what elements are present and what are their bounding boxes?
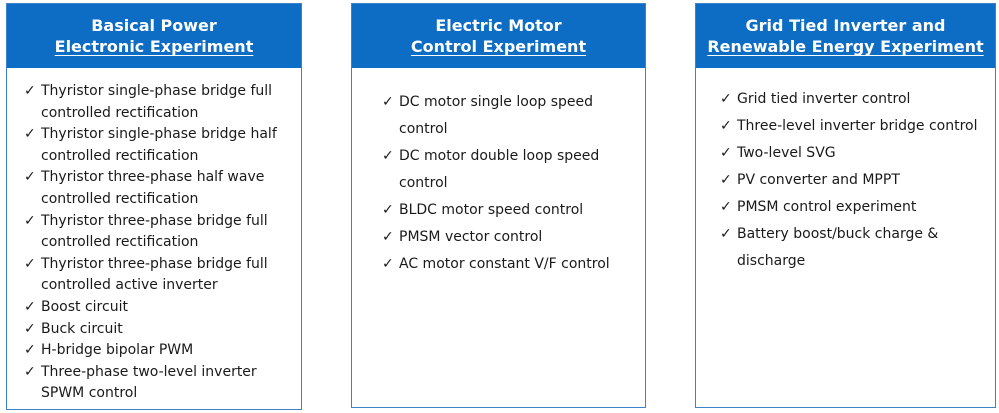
panel-title-line-2: Renewable Energy Experiment — [707, 37, 984, 56]
checkmark-icon: ✓ — [24, 169, 36, 186]
checkmark-icon: ✓ — [24, 255, 36, 272]
list-item-label: PMSM control experiment — [737, 199, 917, 215]
list-item-label: Battery boost/buck charge & discharge — [737, 226, 939, 269]
checkmark-icon: ✓ — [382, 148, 394, 164]
list-item: ✓ Thyristor three-phase bridge full contr… — [24, 211, 295, 254]
panel-title-line-1: Basical Power — [91, 16, 217, 35]
list-item: ✓ Thyristor three-phase half wave control… — [24, 167, 295, 210]
list-item: ✓ Three-phase two-level inverter SPWM con… — [24, 362, 295, 405]
list-item-label: H-bridge bipolar PWM — [41, 342, 194, 359]
panel-header: Electric Motor Control Experiment — [352, 4, 645, 68]
list-item-label: DC motor double loop speed control — [399, 148, 600, 191]
list-item-label: PV converter and MPPT — [737, 172, 900, 188]
checkmark-icon: ✓ — [720, 91, 732, 107]
list-item-label: Thyristor three-phase half wave controll… — [41, 169, 265, 207]
checkmark-icon: ✓ — [382, 94, 394, 110]
list-item: ✓ BLDC motor speed control — [382, 197, 639, 224]
list-item-label: Thyristor three-phase bridge full contro… — [41, 212, 268, 251]
checkmark-icon: ✓ — [24, 298, 36, 315]
checkmark-icon: ✓ — [382, 202, 394, 218]
panel-title-line-2: Electronic Experiment — [54, 37, 254, 56]
list-item-label: DC motor single loop speed control — [399, 94, 594, 137]
list-item-label: Three-phase two-level inverter SPWM cont… — [41, 363, 257, 402]
list-item: ✓ Thyristor single-phase bridge half cont… — [24, 124, 295, 167]
checkmark-icon: ✓ — [24, 363, 36, 380]
checkmark-icon: ✓ — [24, 126, 36, 143]
list-item: ✓ Battery boost/buck charge & discharge — [720, 221, 989, 275]
list-item-label: Buck circuit — [41, 320, 123, 337]
checkmark-icon: ✓ — [382, 229, 394, 245]
checkmark-icon: ✓ — [720, 172, 732, 188]
experiment-list: ✓ Thyristor single-phase bridge full cont… — [7, 81, 301, 405]
checkmark-icon: ✓ — [720, 226, 732, 242]
experiment-list: ✓ Grid tied inverter control ✓ Three-level… — [696, 86, 995, 275]
list-item-label: Two-level SVG — [737, 145, 836, 161]
panel-motor-control: Electric Motor Control Experiment ✓ DC mo… — [351, 3, 646, 408]
list-item: ✓ H-bridge bipolar PWM — [24, 340, 295, 362]
list-item-label: Thyristor single-phase bridge half contr… — [41, 126, 277, 164]
panel-title-line-1: Electric Motor — [435, 16, 562, 35]
list-item-label: AC motor constant V/F control — [399, 256, 610, 272]
panel-title-line-2: Control Experiment — [410, 37, 587, 56]
list-item: ✓ DC motor single loop speed control — [382, 89, 639, 143]
list-item: ✓ Thyristor three-phase bridge full contr… — [24, 254, 295, 297]
list-item: ✓ Boost circuit — [24, 297, 295, 319]
list-item: ✓ Grid tied inverter control — [720, 86, 989, 113]
checkmark-icon: ✓ — [24, 212, 36, 229]
checkmark-icon: ✓ — [24, 320, 36, 337]
list-item: ✓ Two-level SVG — [720, 140, 989, 167]
list-item: ✓ PMSM vector control — [382, 224, 639, 251]
panel-grid-renewable: Grid Tied Inverter and Renewable Energy … — [695, 3, 996, 408]
list-item: ✓ AC motor constant V/F control — [382, 251, 639, 278]
list-item: ✓ PV converter and MPPT — [720, 167, 989, 194]
panel-header: Basical Power Electronic Experiment — [7, 4, 301, 68]
list-item-label: Three-level inverter bridge control — [737, 118, 978, 134]
list-item-label: BLDC motor speed control — [399, 202, 584, 218]
list-item: ✓ DC motor double loop speed control — [382, 143, 639, 197]
panel-power-electronics: Basical Power Electronic Experiment ✓ Thy… — [6, 3, 302, 410]
list-item: ✓ Three-level inverter bridge control — [720, 113, 989, 140]
panel-header: Grid Tied Inverter and Renewable Energy … — [696, 4, 995, 68]
checkmark-icon: ✓ — [720, 199, 732, 215]
list-item-label: Thyristor three-phase bridge full contro… — [41, 255, 268, 294]
checkmark-icon: ✓ — [24, 342, 36, 359]
list-item: ✓ Buck circuit — [24, 319, 295, 341]
list-item: ✓ PMSM control experiment — [720, 194, 989, 221]
checkmark-icon: ✓ — [720, 145, 732, 161]
checkmark-icon: ✓ — [24, 83, 36, 99]
experiment-list: ✓ DC motor single loop speed control ✓ DC … — [352, 89, 645, 278]
panel-title-line-1: Grid Tied Inverter and — [745, 16, 946, 35]
checkmark-icon: ✓ — [382, 256, 394, 272]
list-item-label: Boost circuit — [41, 298, 128, 315]
list-item-label: Grid tied inverter control — [737, 91, 911, 107]
list-item-label: PMSM vector control — [399, 229, 543, 245]
list-item-label: Thyristor single-phase bridge full contr… — [41, 83, 273, 121]
list-item: ✓ Thyristor single-phase bridge full cont… — [24, 81, 295, 124]
checkmark-icon: ✓ — [720, 118, 732, 134]
